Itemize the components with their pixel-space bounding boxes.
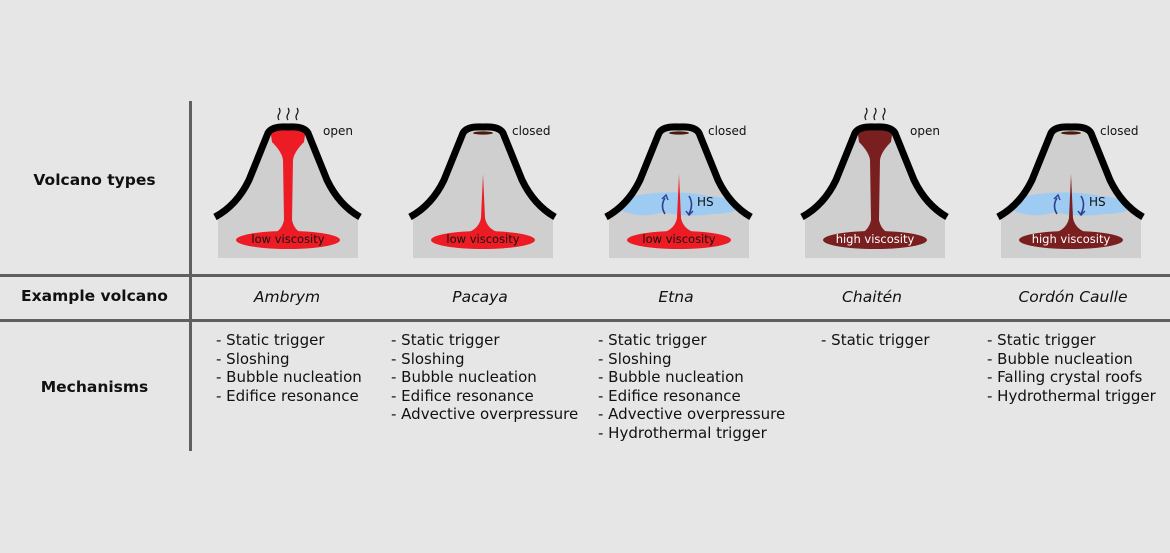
mechanism-list: - Static trigger (821, 331, 930, 350)
volcano-svg (408, 123, 557, 258)
volcano-diagram-2: closed low viscosity (388, 100, 578, 265)
row-label-volcano-types: Volcano types (33, 171, 156, 189)
row-divider-2 (0, 319, 1170, 322)
mechanism-item: - Bubble nucleation (391, 368, 537, 387)
closed-vent-plug (669, 131, 689, 135)
example-volcano-name: Cordón Caulle (1018, 288, 1128, 306)
mechanism-list: - Static trigger- Sloshing- Bubble nucle… (216, 331, 362, 405)
magma-chamber (627, 231, 731, 249)
steam-icon (864, 107, 886, 121)
mechanism-list: - Static trigger- Sloshing- Bubble nucle… (598, 331, 785, 443)
mechanism-item: - Static trigger (598, 331, 707, 349)
row-label-example-volcano: Example volcano (21, 287, 168, 305)
row-label-mechanisms: Mechanisms (40, 378, 149, 396)
mechanism-item: - Static trigger (987, 331, 1096, 349)
hydrothermal-system (619, 192, 742, 216)
dike-magma (469, 174, 497, 232)
edifice-outline (800, 123, 949, 221)
volcano-diagram-3: closed low viscosity HS (584, 100, 774, 265)
mechanism-list: - Static trigger- Bubble nucleation- Fal… (987, 331, 1156, 405)
magma-chamber (823, 231, 927, 249)
dike-magma (665, 174, 693, 232)
viscosity-label: high viscosity (835, 232, 915, 246)
volcano-diagram-4: open high viscosity (780, 100, 970, 265)
mechanism-item: - Sloshing (216, 349, 290, 368)
mechanism-item: - Static trigger (391, 331, 500, 349)
viscosity-label: low viscosity (251, 232, 325, 246)
mechanism-list: - Static trigger- Sloshing- Bubble nucle… (391, 331, 578, 424)
row-divider-1 (0, 274, 1170, 277)
mechanism-item: - Bubble nucleation (598, 368, 744, 387)
example-volcano-name: Ambrym (253, 288, 321, 306)
hs-arrow-down (688, 195, 693, 215)
mechanism-item: - Edifice resonance (598, 386, 741, 405)
volcano-diagram-5: closed high viscosity HS (976, 100, 1166, 265)
example-volcano-name: Chaitén (842, 288, 902, 306)
closed-vent-plug (1061, 131, 1081, 135)
edifice-outline (996, 123, 1145, 221)
volcano-svg (800, 107, 949, 258)
edifice-outline (213, 123, 362, 221)
steam-icon (277, 107, 299, 121)
mechanism-item: - Bubble nucleation (216, 368, 362, 387)
magma-chamber (1019, 231, 1123, 249)
hydrothermal-system (1011, 192, 1134, 216)
example-volcano-name: Pacaya (452, 288, 508, 306)
mechanism-item: - Falling crystal roofs (987, 368, 1143, 387)
volcano-svg (213, 107, 362, 258)
hs-label: HS (697, 195, 714, 209)
mechanism-item: - Static trigger (216, 331, 325, 349)
edifice-outline (408, 123, 557, 221)
example-volcano-name: Etna (658, 288, 694, 306)
vent-state-label: closed (708, 124, 747, 138)
volcano-svg (604, 123, 753, 258)
viscosity-label: low viscosity (446, 232, 520, 246)
hs-arrow-down (1080, 195, 1085, 215)
viscosity-label: low viscosity (642, 232, 716, 246)
vent-state-label: open (323, 124, 353, 138)
mechanism-item: - Hydrothermal trigger (598, 423, 767, 442)
mechanism-item: - Edifice resonance (391, 386, 534, 405)
edifice-outline (604, 123, 753, 221)
vent-state-label: closed (1100, 124, 1139, 138)
mechanism-item: - Bubble nucleation (987, 349, 1133, 368)
volcano-svg (996, 123, 1145, 258)
closed-vent-plug (473, 131, 493, 135)
mechanism-item: - Sloshing (598, 349, 672, 368)
mechanism-item: - Edifice resonance (216, 386, 359, 405)
vent-state-label: open (910, 124, 940, 138)
viscosity-label: high viscosity (1031, 232, 1111, 246)
mechanism-item: - Hydrothermal trigger (987, 386, 1156, 405)
mechanism-item: - Sloshing (391, 349, 465, 368)
open-vent-magma (270, 128, 306, 234)
magma-chamber (431, 231, 535, 249)
volcano-diagram-1: open low viscosity (193, 100, 383, 265)
mechanism-item: - Static trigger (821, 331, 930, 349)
dike-magma (1057, 174, 1085, 232)
vent-state-label: closed (512, 124, 551, 138)
hs-label: HS (1089, 195, 1106, 209)
hs-arrow-up (661, 197, 666, 215)
mechanism-item: - Advective overpressure (598, 405, 786, 424)
hs-arrow-up (1053, 197, 1058, 215)
mechanism-item: - Advective overpressure (391, 405, 579, 424)
open-vent-magma (857, 128, 893, 234)
magma-chamber (236, 231, 340, 249)
